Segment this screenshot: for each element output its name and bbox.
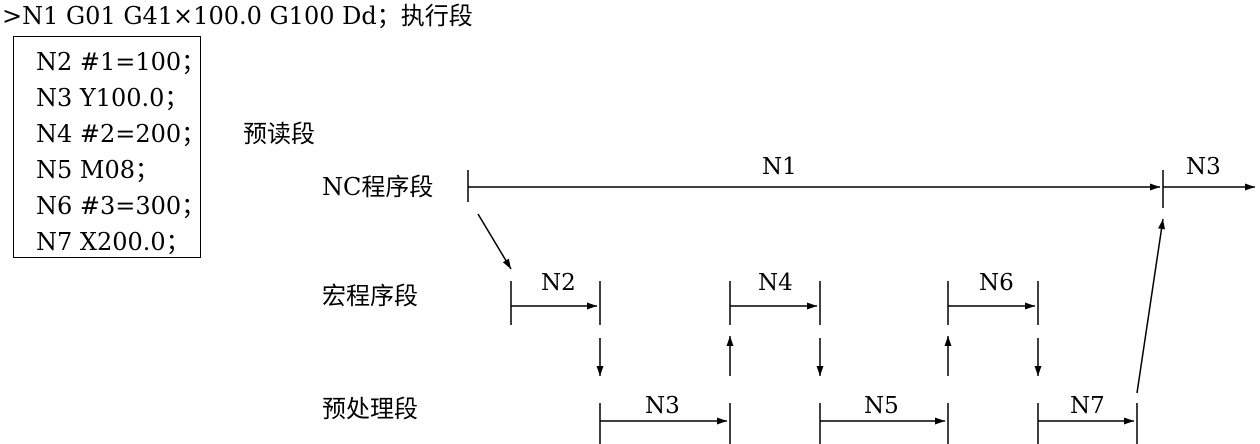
row-label-pre: 预处理段 (322, 395, 418, 423)
row-label-nc: NC程序段 (322, 173, 434, 201)
segment-label-n1: N1 (762, 154, 797, 180)
code-line-n4: N4 #2=200； (36, 120, 206, 148)
code-line-n6: N6 #3=300； (36, 192, 206, 220)
code-line-n7: N7 X200.0； (36, 228, 190, 256)
segment-label-n3-top: N3 (1186, 154, 1221, 180)
segment-label-n2: N2 (541, 270, 576, 296)
diag-arrow-to-macro (477, 213, 512, 270)
segment-label-n7: N7 (1070, 393, 1105, 419)
section-title-preread: 预读段 (243, 120, 315, 148)
code-line-n3: N3 Y100.0； (36, 84, 189, 112)
row-label-macro: 宏程序段 (322, 282, 418, 310)
segment-label-n4: N4 (758, 270, 793, 296)
segment-label-n3: N3 (645, 393, 680, 419)
segment-label-n6: N6 (979, 270, 1014, 296)
preread-code-box: N2 #1=100； N3 Y100.0； N4 #2=200； N5 M08；… (13, 36, 205, 258)
execution-block-header: >N1 G01 G41×100.0 G100 Dd；执行段 (2, 4, 473, 28)
code-line-n5: N5 M08； (36, 156, 160, 184)
segment-label-n5: N5 (864, 393, 899, 419)
diag-arrow-return-to-nc (1136, 218, 1165, 394)
execution-block-text: N1 G01 G41×100.0 G100 Dd；执行段 (22, 2, 473, 30)
code-line-n2: N2 #1=100； (36, 48, 206, 76)
prompt-symbol: > (2, 2, 23, 30)
